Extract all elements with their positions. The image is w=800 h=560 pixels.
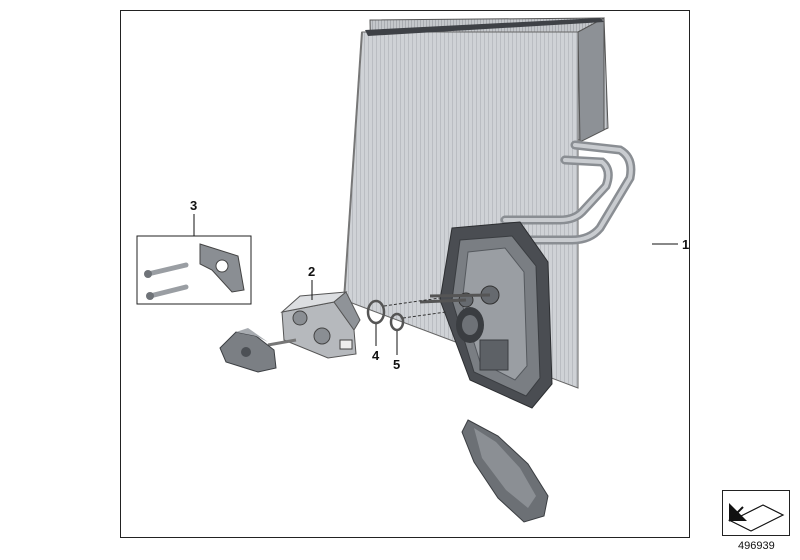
diagram-frame bbox=[120, 10, 690, 538]
evaporator-housing bbox=[419, 221, 553, 409]
assembly-line-large bbox=[383, 297, 441, 307]
assembly-line-small bbox=[402, 311, 447, 319]
callout-3: 3 bbox=[190, 198, 197, 213]
reference-box bbox=[722, 490, 790, 536]
callout-4: 4 bbox=[372, 348, 380, 363]
callout-1: 1 bbox=[682, 237, 689, 252]
callout-2: 2 bbox=[308, 264, 315, 279]
arrow-sheet-icon bbox=[728, 503, 785, 532]
o-ring-large bbox=[366, 299, 386, 325]
drain-cover bbox=[461, 419, 549, 523]
expansion-valve bbox=[267, 291, 361, 359]
mounting-clip bbox=[219, 328, 277, 373]
bolt-kit bbox=[136, 235, 252, 305]
refrigerant-pipes bbox=[495, 140, 636, 245]
diagram-id: 496939 bbox=[738, 540, 775, 552]
callout-5: 5 bbox=[393, 357, 400, 372]
o-ring-small bbox=[389, 312, 405, 332]
